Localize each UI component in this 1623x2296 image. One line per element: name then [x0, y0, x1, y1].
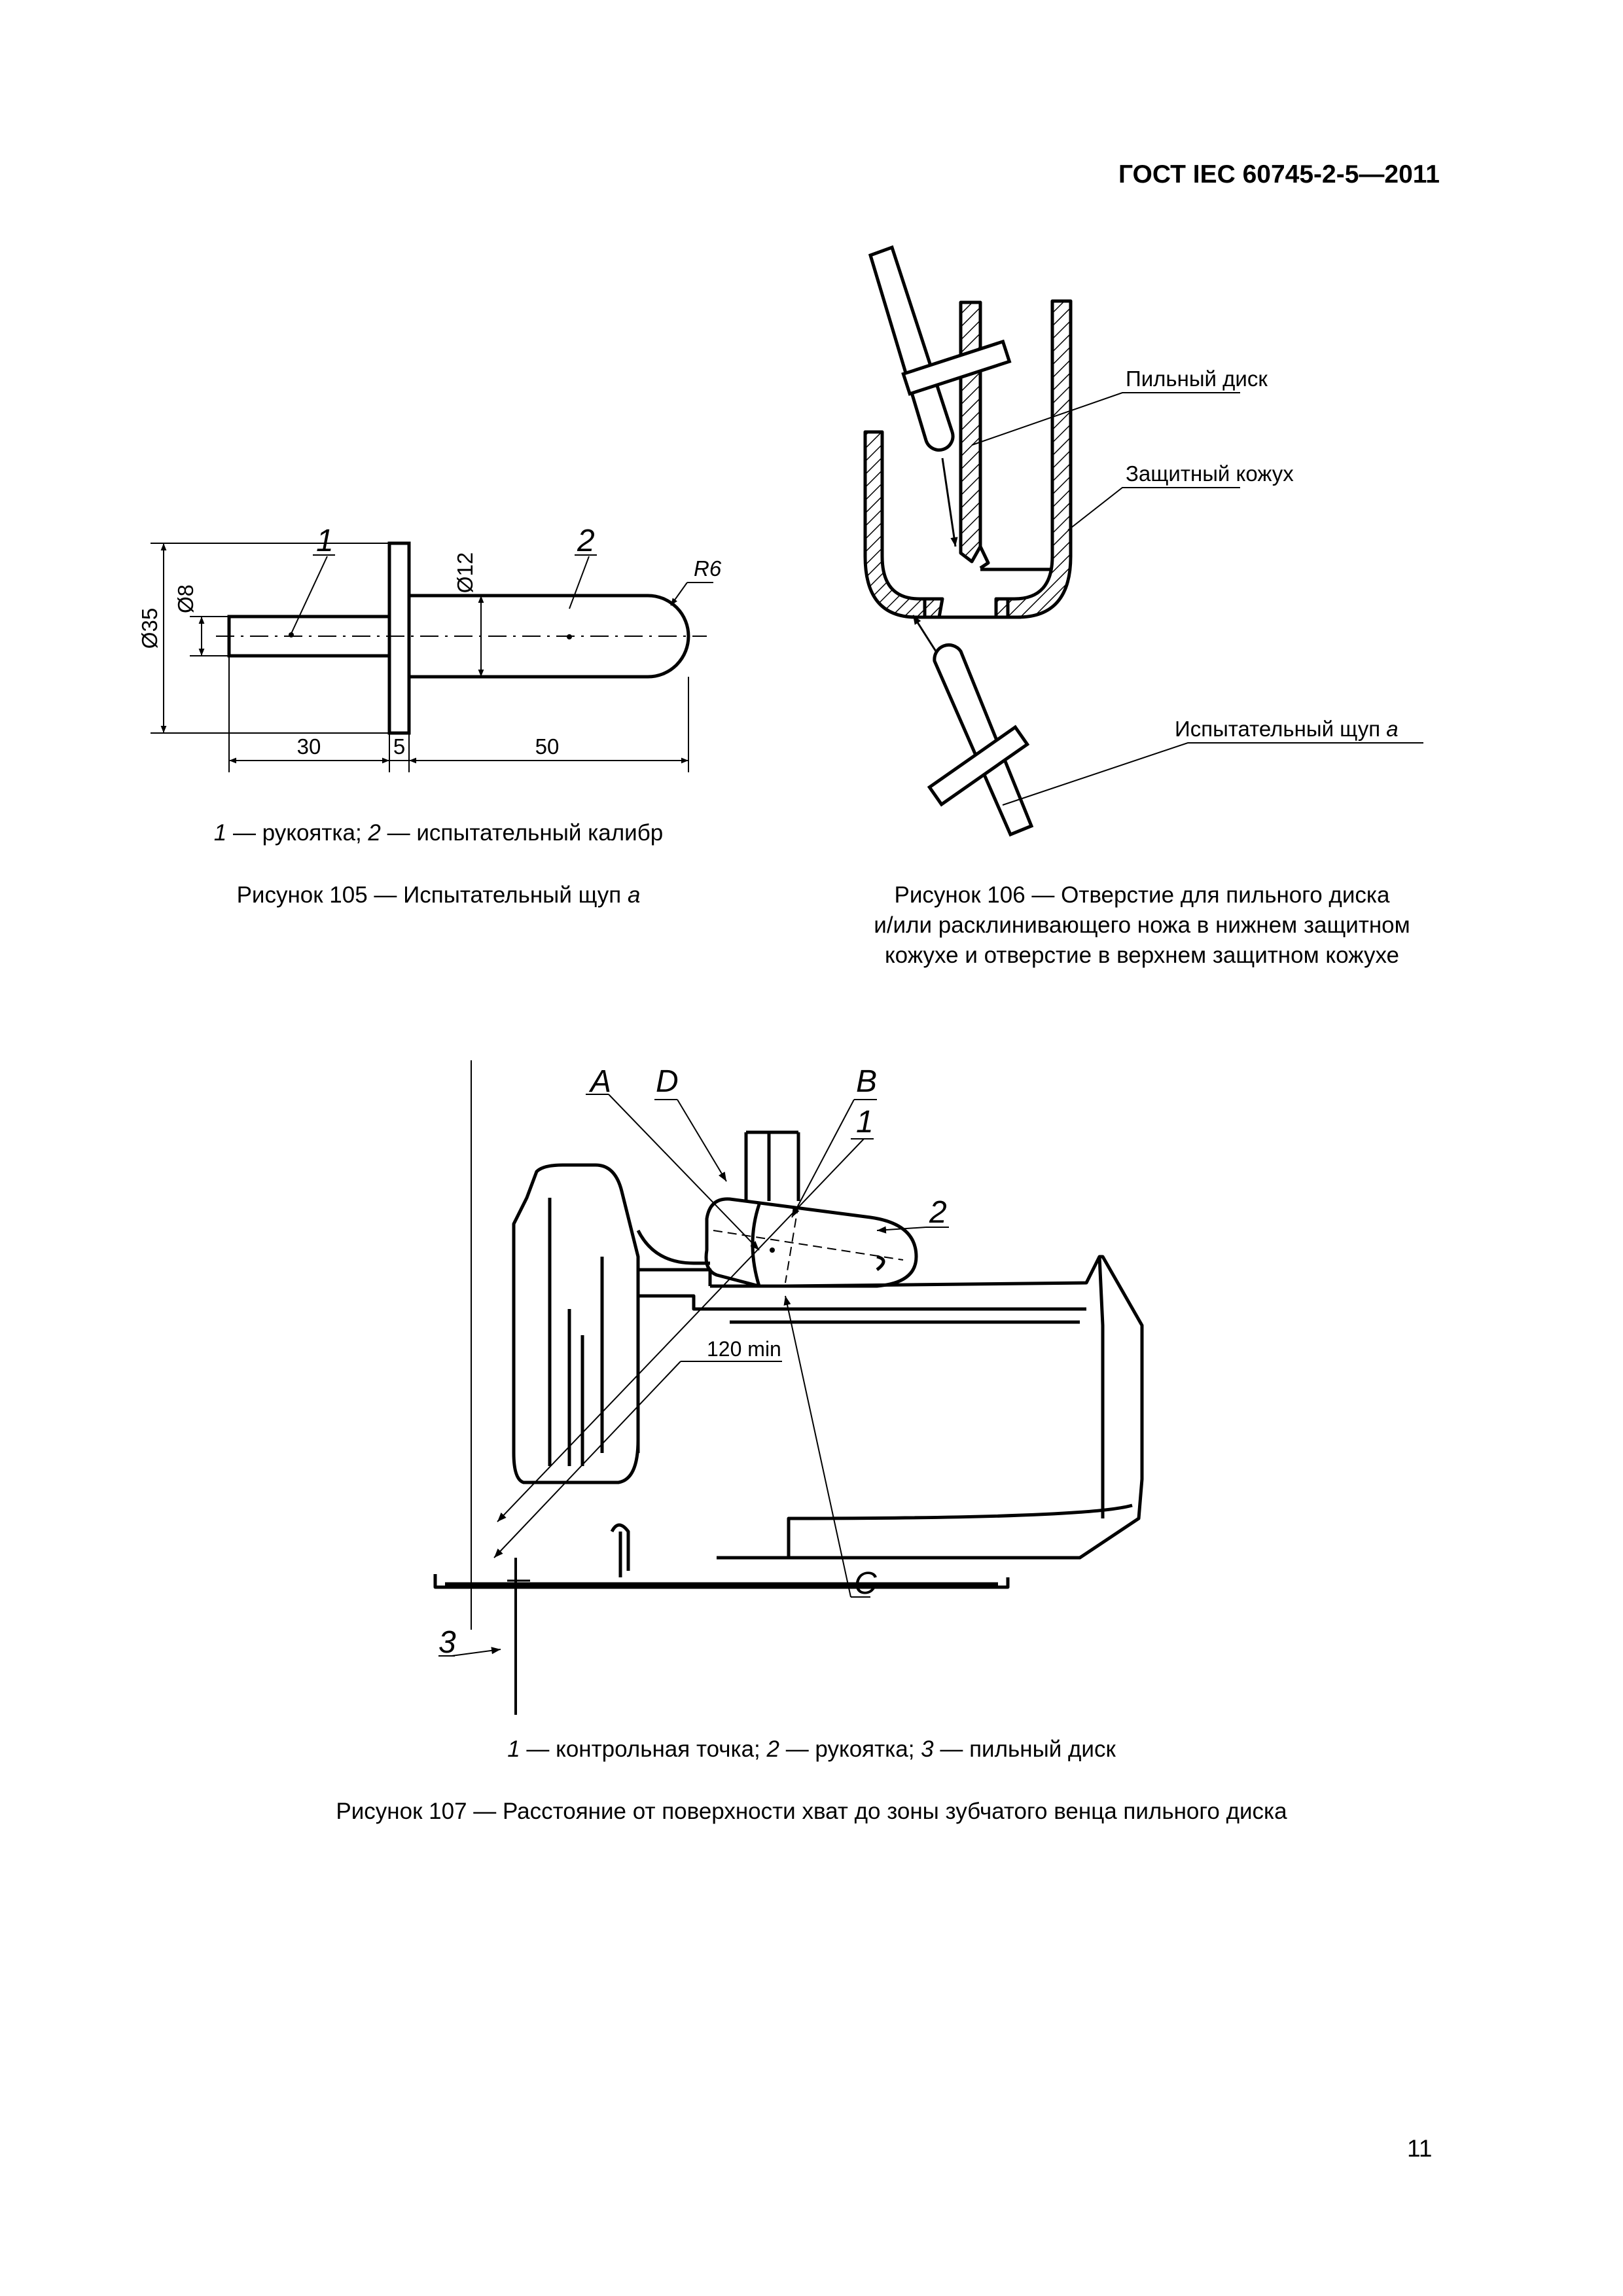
label-saw-blade: Пильный диск — [1126, 367, 1268, 391]
distance-label: 120 min — [707, 1337, 781, 1361]
flange-shape — [387, 541, 411, 735]
test-gauge-shape — [409, 594, 690, 679]
figure-105-legend: 1 — рукоятка; 2 — испытательный калибр — [213, 820, 664, 846]
motor-body-shape — [710, 1255, 1144, 1560]
dim-r6: R6 — [694, 556, 722, 581]
callout-1: 1 — [856, 1105, 874, 1139]
callout-3: 3 — [438, 1625, 456, 1660]
page-number: 11 — [1407, 2135, 1433, 2162]
saw-blade-shape — [959, 300, 982, 564]
upper-probe — [868, 245, 1012, 452]
letter-a: A — [588, 1064, 611, 1099]
figure-105-drawing: Ø35 Ø8 Ø12 R6 30 5 50 1 2 — [137, 524, 722, 772]
figure-105-caption: Рисунок 105 — Испытательный щуп a — [236, 882, 641, 908]
callout-2: 2 — [577, 524, 595, 558]
label-probe: Испытательный щуп a — [1175, 717, 1399, 741]
figure-107-drawing: A D B C 1 2 3 120 min — [433, 1060, 1144, 1715]
figure-107-caption: Рисунок 107 — Расстояние от поверхности … — [336, 1799, 1287, 1824]
main-handle-shape — [704, 1197, 918, 1288]
dim-5: 5 — [393, 734, 405, 759]
document-header: ГОСТ IEC 60745-2-5—2011 — [1118, 160, 1440, 188]
dim-50: 50 — [535, 734, 560, 759]
figure-107-legend: 1 — контрольная точка; 2 — рукоятка; 3 —… — [507, 1736, 1116, 1762]
letter-d: D — [656, 1064, 679, 1099]
dim-30: 30 — [297, 734, 321, 759]
dim-d12: Ø12 — [453, 552, 477, 593]
lower-probe — [927, 643, 1034, 837]
figure-106-drawing: Пильный диск Защитный кожух Испытательны… — [863, 245, 1423, 837]
dim-d8: Ø8 — [173, 584, 198, 613]
base-plate-shape — [433, 1574, 1010, 1589]
dim-d35: Ø35 — [137, 608, 162, 649]
letter-c: C — [854, 1566, 877, 1601]
letter-b: B — [856, 1064, 877, 1099]
guard-shape — [863, 430, 927, 619]
figure-106-caption: Рисунок 106 — Отверстие для пильного дис… — [874, 882, 1410, 968]
callout-2: 2 — [929, 1195, 947, 1230]
label-guard: Защитный кожух — [1126, 461, 1294, 486]
callout-1: 1 — [316, 524, 334, 558]
front-handle-shape — [512, 1163, 640, 1484]
